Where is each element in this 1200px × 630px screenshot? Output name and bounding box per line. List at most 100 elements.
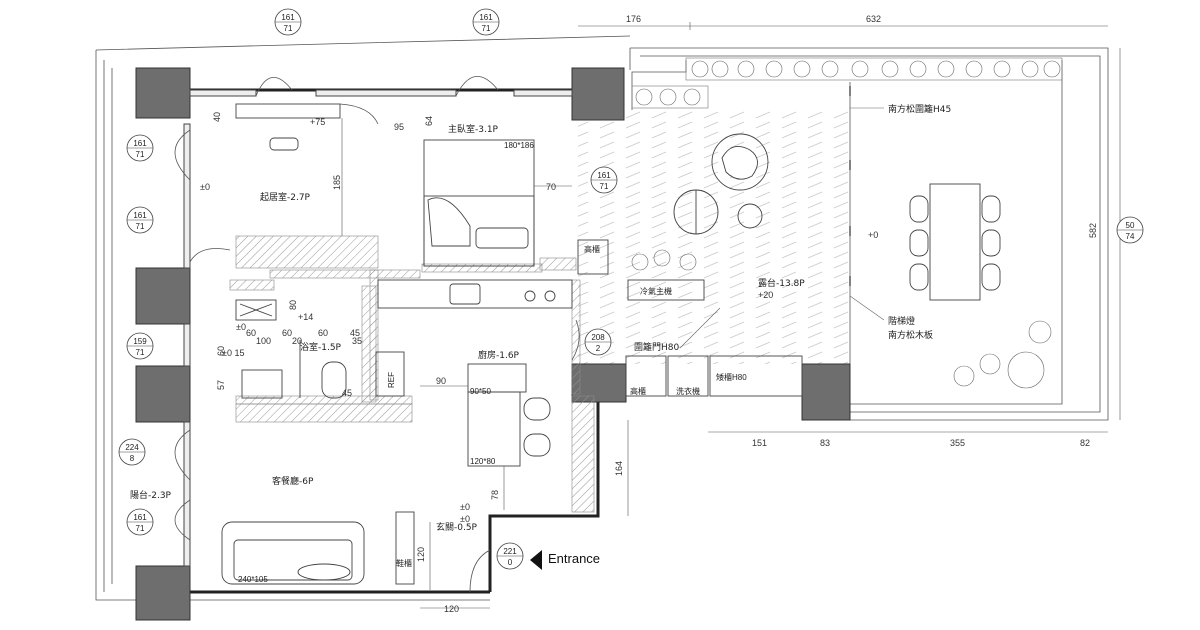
dim-60d: 60 [216,346,226,356]
dim-60c: 60 [318,328,328,338]
label-tall-cab: 高櫃 [584,244,600,254]
dim-100: 100 [256,336,271,346]
marker-7-bottom: 8 [130,454,135,463]
marker-5-bottom: 71 [600,182,609,191]
marker-9-bottom: 2 [596,344,601,353]
living-sofa [221,521,365,585]
bath-vanity-cabinet [235,403,413,423]
marker-1-top: 161 [281,13,295,22]
dim-95: 95 [394,122,404,132]
dim-57: 57 [216,380,226,390]
dim-164: 164 [614,461,624,476]
marker-3-bottom: 71 [136,150,145,159]
level-plus14: +14 [298,312,313,322]
dim-40: 40 [212,112,222,122]
dim-45: 45 [350,328,360,338]
level-plus75: +75 [310,117,325,127]
master-bed [423,139,535,267]
marker-8-top: 161 [133,513,147,522]
dim-35: 35 [352,336,362,346]
level-terrace-20: +20 [758,290,773,300]
marker-7-top: 224 [125,443,139,452]
marker-10-top: 221 [503,547,517,556]
dim-82: 82 [1080,438,1090,448]
label-pine-deck: 南方松木板 [888,329,933,341]
dim-60a: 60 [246,328,256,338]
kitchen-counters [375,279,573,397]
room-terrace: 露台-13.8P [758,277,805,289]
shoe-cabinet [395,511,415,585]
label-ref: REF [387,372,396,388]
label-step-light: 階梯燈 [888,315,915,327]
dining-table [467,391,521,467]
dim-176: 176 [626,14,641,24]
dim-90: 90 [436,376,446,386]
dim-83: 83 [820,438,830,448]
dim-78: 78 [490,490,500,500]
marker-9-top: 208 [591,333,605,342]
dim-120b: 120 [444,604,459,614]
marker-3-top: 161 [133,139,147,148]
level-zero-3: ±0 [460,514,470,524]
dim-60b: 60 [282,328,292,338]
marker-6-top: 159 [133,337,147,346]
doors [174,75,580,593]
dim-70: 70 [546,182,556,192]
room-master: 主臥室-3.1P [448,123,499,135]
structural-columns [135,67,851,621]
size-bed: 180*186 [504,141,534,150]
balcony-rail [103,60,113,592]
marker-5-top: 161 [597,171,611,180]
marker-2-top: 161 [479,13,493,22]
section-marker-labels: 161 71 161 71 161 71 161 71 161 71 159 7… [125,13,1135,567]
room-kitchen: 廚房-1.6P [478,349,520,361]
marker-11-top: 50 [1126,221,1135,230]
dim-120a: 120 [416,547,426,562]
section-marker-dividers [119,21,1143,557]
level-zero-4: ±0 [236,322,246,332]
entrance-arrow [530,550,542,570]
interior-walls [229,257,595,513]
size-sofa: 240*105 [238,575,268,584]
size-island: 90*50 [470,387,491,396]
dim-151: 151 [752,438,767,448]
label-shoe: 鞋櫃 [396,558,412,568]
bathroom-fixtures [235,299,347,399]
marker-10-bottom: 0 [508,558,513,567]
dim-45b: 45 [342,388,352,398]
annotation-labels: 南方松圍籬H45 階梯燈 南方松木板 圍籬門H80 矮櫃H80 冷氣主機 高櫃 … [387,103,951,568]
level-zero-2: ±0 [460,502,470,512]
terrace-outer-border [629,47,1109,421]
marker-4-bottom: 71 [136,222,145,231]
marker-8-bottom: 71 [136,524,145,533]
label-low-cab-h80: 矮櫃H80 [716,372,747,382]
dim-20: 20 [292,336,302,346]
label-entrance: Entrance [548,551,600,566]
label-fence-h45: 南方松圍籬H45 [888,103,951,115]
terrace-deck [578,110,850,364]
dim-632: 632 [866,14,881,24]
label-gate-h80: 圍籬門H80 [634,341,679,353]
dim-355: 355 [950,438,965,448]
study-wardrobe [235,235,379,269]
tall-cabinet [577,239,609,275]
label-washer: 洗衣機 [676,386,700,396]
marker-6-bottom: 71 [136,348,145,357]
furniture-sizes: 180*186 90*50 120*80 240*105 [238,141,534,584]
dim-582: 582 [1088,223,1098,238]
marker-2-bottom: 71 [482,24,491,33]
study-chair [269,137,299,151]
room-labels: 主臥室-3.1P 起居室-2.7P 浴室-1.5P 廚房-1.6P 客餐廳-6P… [130,123,805,533]
dim-64: 64 [424,116,434,126]
room-foyer: 玄關-0.5P [436,521,478,533]
dimension-numbers: 176 632 582 151 83 355 82 164 78 120 120… [212,14,1098,614]
terrace-inner-border [640,55,1101,413]
size-table: 120*80 [470,457,496,466]
room-study: 起居室-2.7P [260,191,311,203]
level-terrace-0: +0 [868,230,878,240]
level-zero-1: ±0 [200,182,210,192]
room-living: 客餐廳-6P [272,475,314,487]
label-tall-cab2: 高櫃 [630,386,646,396]
room-balcony: 陽台-2.3P [130,489,172,501]
